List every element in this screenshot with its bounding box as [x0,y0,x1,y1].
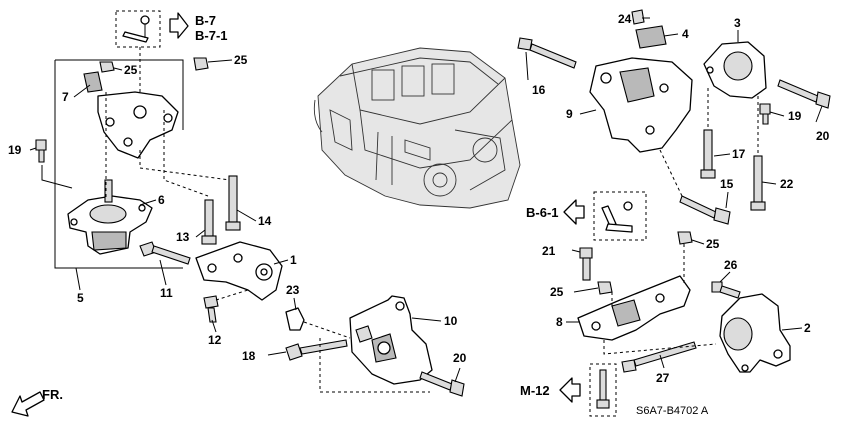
callout-14[interactable]: 14 [258,214,272,228]
callout-19[interactable]: 19 [8,143,22,157]
fr-label: FR. [42,387,63,402]
callout-18[interactable]: 18 [242,349,256,363]
callout-23[interactable]: 23 [286,283,300,297]
callout-7[interactable]: 7 [62,90,69,104]
leader-lines [29,17,823,383]
callout-9[interactable]: 9 [566,107,573,121]
left-mount-assembly [35,57,241,269]
callout-27[interactable]: 27 [656,371,670,385]
ref-label-b7[interactable]: B-7 [195,13,216,28]
callout-3[interactable]: 3 [734,16,741,30]
arrow-left-icon [563,199,585,225]
right-bottom-assembly: M-12 [520,231,791,417]
ref-label-b7-1[interactable]: B-7-1 [195,28,228,43]
bracket-7[interactable] [97,91,179,159]
engine-illustration [313,47,521,209]
callout-16[interactable]: 16 [532,83,546,97]
callout-15[interactable]: 15 [720,177,734,191]
callout-11[interactable]: 11 [160,286,173,300]
callout-4[interactable]: 4 [682,27,689,41]
bracket-1[interactable] [195,241,283,301]
callout-1[interactable]: 1 [290,253,297,267]
callout-24[interactable]: 24 [618,12,632,26]
callout-17[interactable]: 17 [732,147,746,161]
callout-25[interactable]: 25 [234,53,248,67]
reference-box-b6-1: B-6-1 [526,191,647,241]
callout-20[interactable]: 20 [816,129,830,143]
arrow-right-icon [169,12,189,39]
stopper-7[interactable] [83,71,103,93]
callout-6[interactable]: 6 [158,193,165,207]
callout-2[interactable]: 2 [804,321,811,335]
ref-label-m12[interactable]: M-12 [520,383,550,398]
callout-25[interactable]: 25 [550,285,564,299]
bracket-1-group [139,241,283,323]
callout-26[interactable]: 26 [724,258,738,272]
callout-22[interactable]: 22 [780,177,794,191]
arrow-left-icon [559,377,581,403]
front-direction-indicator: FR. [11,387,63,417]
callout-21[interactable]: 21 [542,244,556,258]
callout-12[interactable]: 12 [208,333,222,347]
engine-mount-2[interactable] [719,293,791,373]
right-top-assembly [517,9,831,225]
callout-10[interactable]: 10 [444,314,458,328]
callout-25[interactable]: 25 [706,237,720,251]
callout-20[interactable]: 20 [453,351,467,365]
reference-box-b7: B-7 B-7-1 [115,10,228,108]
callout-25[interactable]: 25 [124,63,138,77]
callout-numbers: 25 25 7 19 6 13 14 1 5 11 12 23 10 18 20… [8,12,830,385]
diagram-part-code: S6A7-B4702 A [636,405,709,417]
callout-8[interactable]: 8 [556,315,563,329]
bracket-9[interactable] [589,57,693,153]
callout-5[interactable]: 5 [77,291,84,305]
ref-label-b6-1[interactable]: B-6-1 [526,205,559,220]
bracket-10-group [285,295,465,397]
callout-19[interactable]: 19 [788,109,802,123]
front-arrow-icon [11,391,45,417]
callout-13[interactable]: 13 [176,230,190,244]
